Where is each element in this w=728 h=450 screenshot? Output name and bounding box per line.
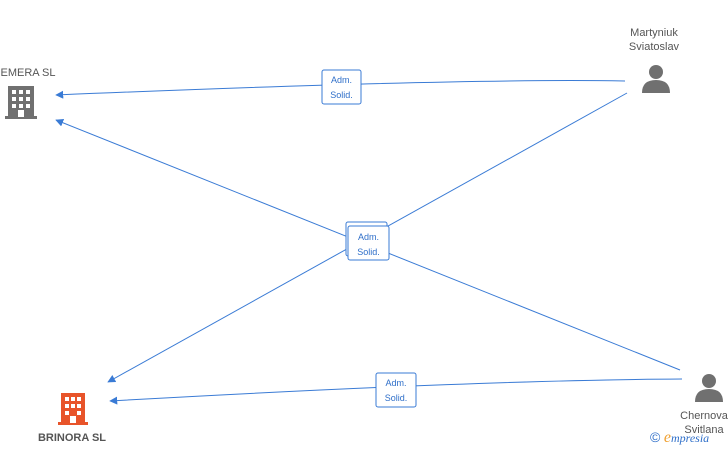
building-icon	[5, 86, 37, 119]
company-node-emera[interactable]: EMERA SL	[0, 67, 56, 119]
copyright-symbol: ©	[650, 429, 661, 445]
empresia-watermark: © empresia	[650, 429, 709, 447]
brand-name: mpresia	[670, 431, 710, 445]
edge-label-box	[347, 225, 390, 261]
company-label-emera: EMERA SL	[0, 67, 55, 79]
building-icon	[58, 393, 88, 425]
edge-label-line2: Solid.	[357, 247, 380, 257]
edge-martyniuk-to-emera	[55, 80, 626, 99]
edge-chernova-to-brinora	[109, 378, 683, 405]
person-icon	[695, 374, 723, 402]
company-node-brinora[interactable]: BRINORA SL	[38, 393, 106, 444]
edge-label-line2: Solid.	[330, 90, 353, 100]
person-icon	[642, 65, 670, 93]
edge-label-line1: Adm.	[331, 75, 352, 85]
edge-label-box	[321, 69, 362, 105]
person-node-chernova[interactable]: Chernova Svitlana	[680, 374, 728, 436]
edge-label-line1: Adm.	[358, 232, 379, 242]
person-label-line1: Chernova	[680, 410, 728, 422]
edge-label-adm-solid-bottom[interactable]: Adm. Solid.	[375, 372, 417, 408]
brand-initial: e	[663, 429, 671, 446]
person-label-line1: Martyniuk	[630, 27, 678, 39]
company-label-brinora: BRINORA SL	[38, 432, 106, 444]
edge-label-adm-solid-center[interactable]: Adm. Solid.	[347, 225, 390, 261]
person-label-line2: Svitlana	[684, 424, 724, 436]
person-label-line2: Sviatoslav	[629, 41, 680, 53]
person-node-martyniuk[interactable]: Martyniuk Sviatoslav	[629, 27, 680, 93]
edge-label-adm-solid-top[interactable]: Adm. Solid.	[321, 69, 362, 105]
edge-label-line2: Solid.	[385, 393, 408, 403]
edge-label-box	[375, 372, 417, 408]
edge-label-line1: Adm.	[385, 378, 406, 388]
